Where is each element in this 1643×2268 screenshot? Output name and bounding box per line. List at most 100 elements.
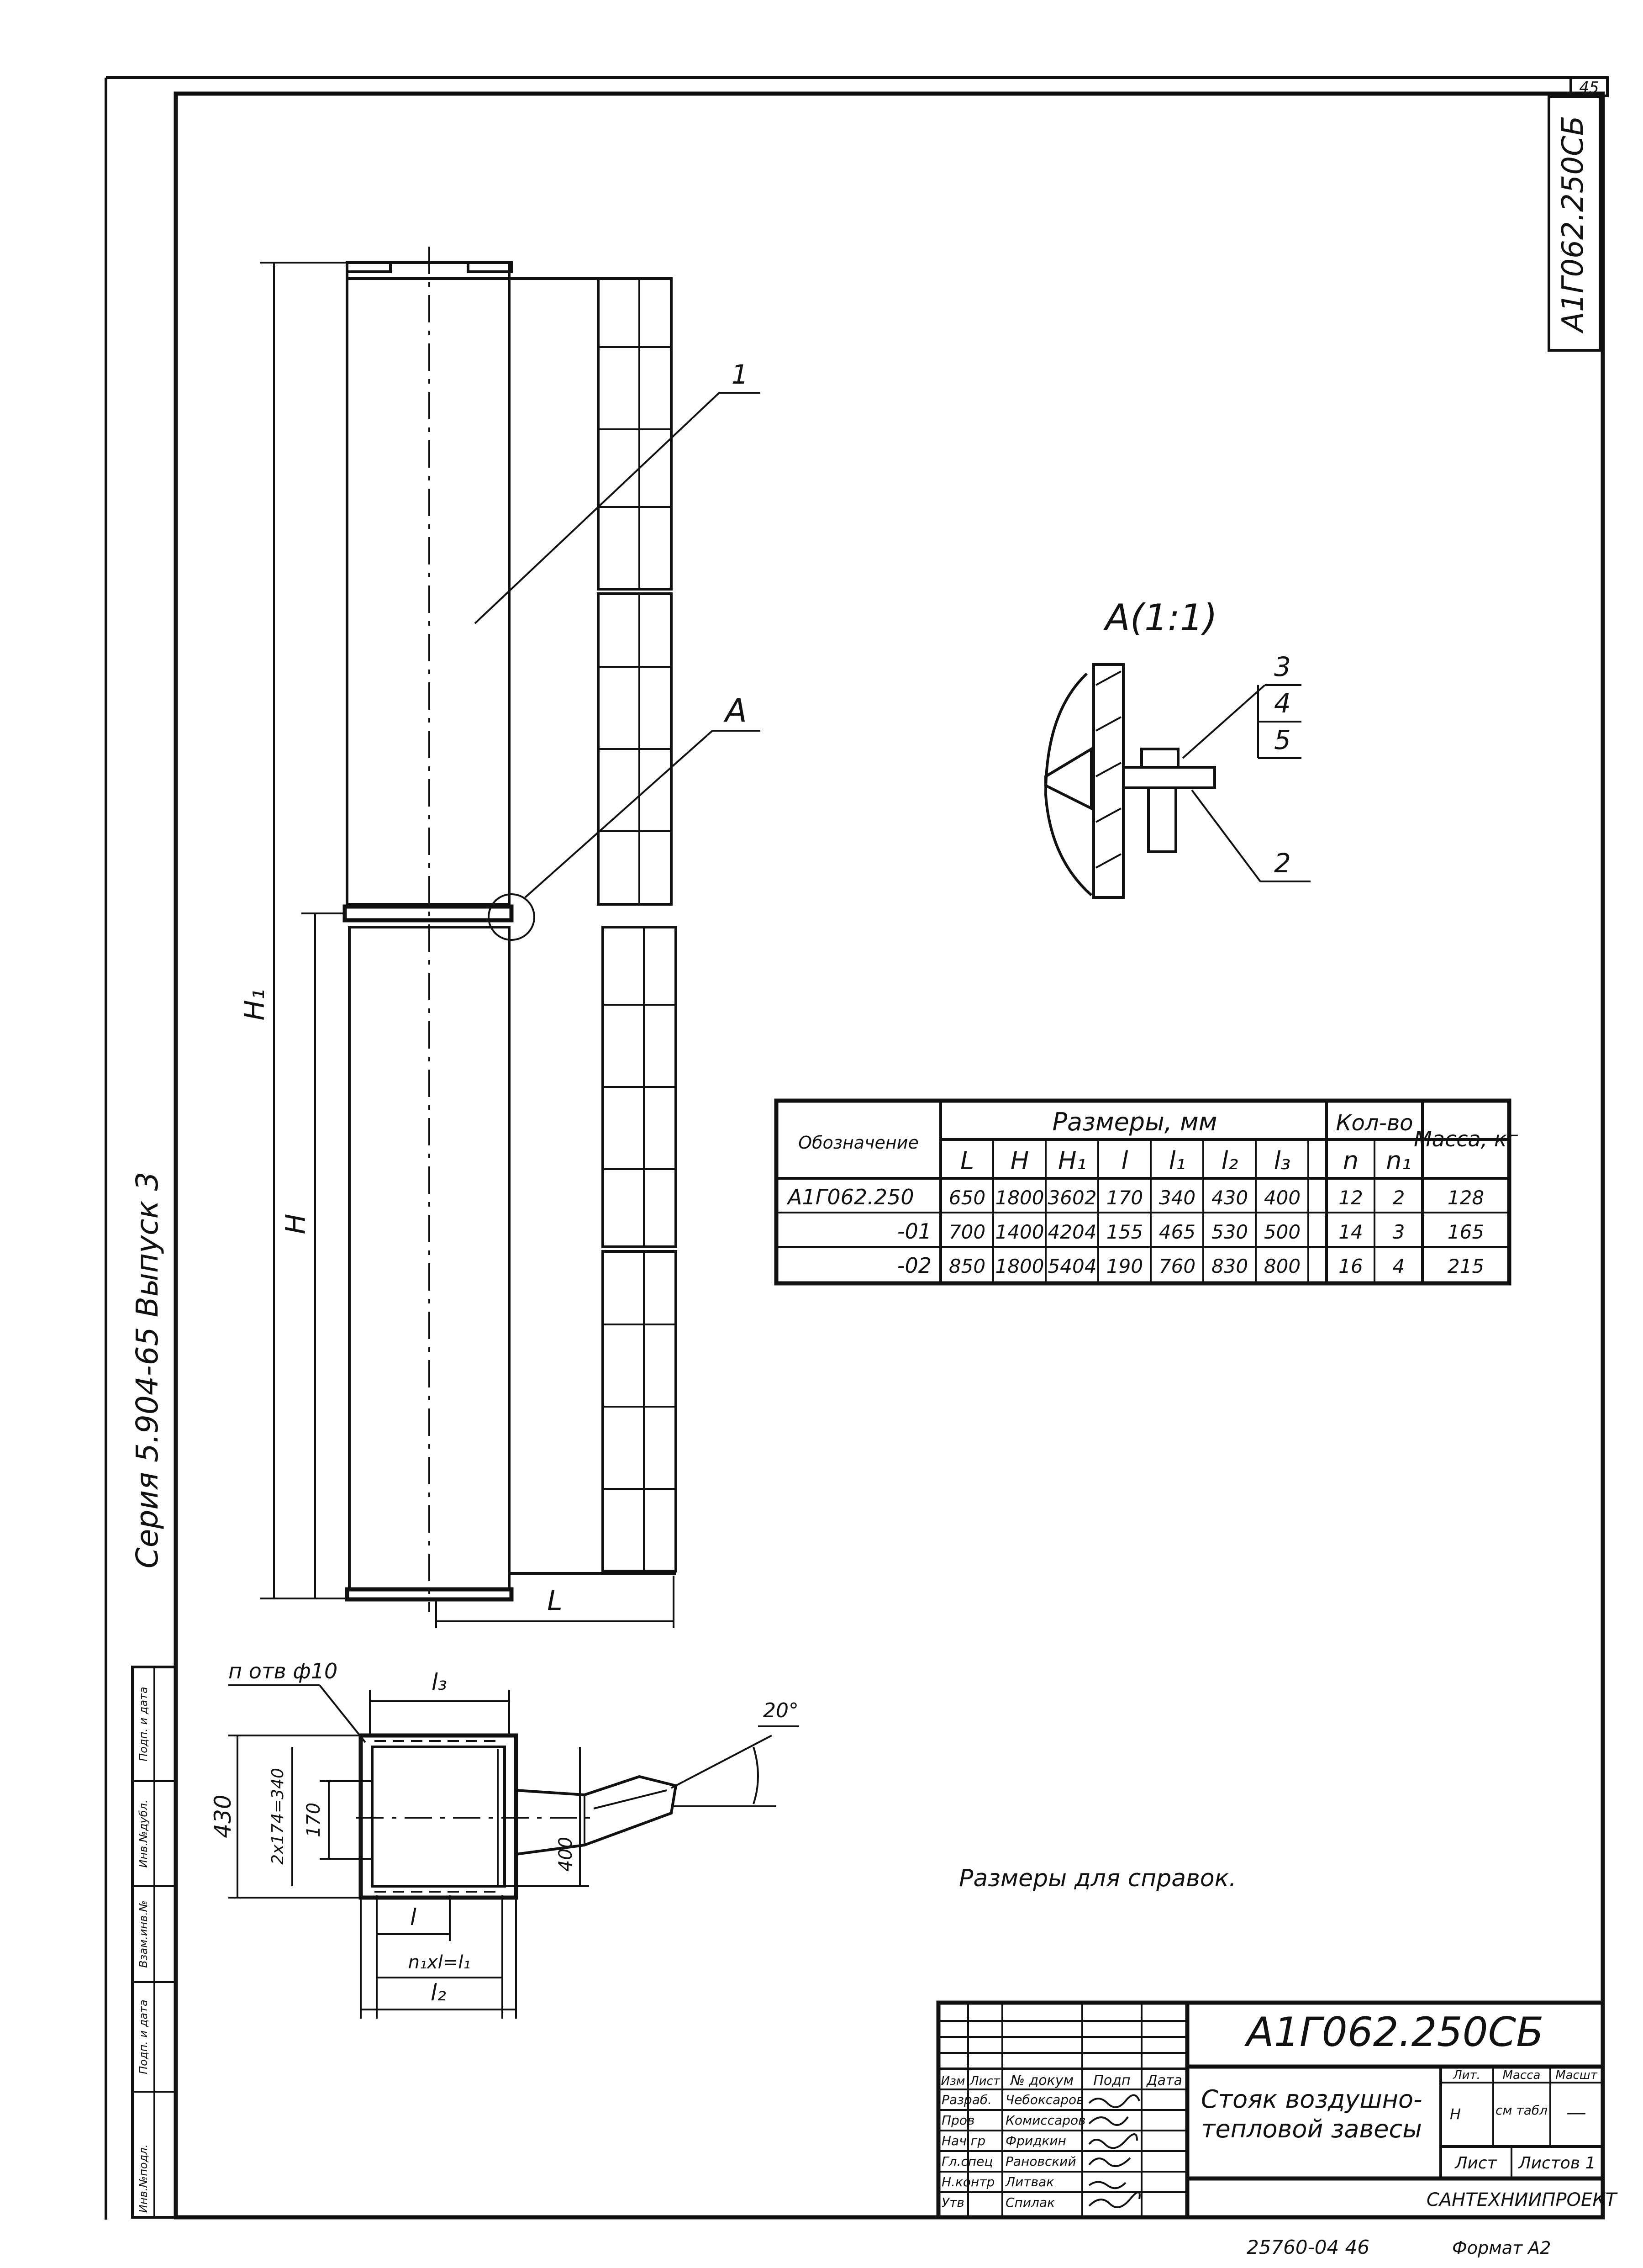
tb-name-4: Рановский — [1006, 2154, 1076, 2169]
row3-cell: 800 — [1264, 1255, 1301, 1277]
dim-170: 170 — [303, 1803, 324, 1837]
detail-title: А(1:1) — [1103, 596, 1217, 639]
section-view: п отв ф10 l₃ 430 2х174=340 170 400 l n₁х — [210, 1659, 799, 2019]
row3-cell: 1800 — [995, 1255, 1044, 1277]
header-count: Кол-во — [1336, 1110, 1413, 1136]
inventory-number: 25760-04 46 — [1247, 2236, 1369, 2258]
leader-3 — [1182, 684, 1266, 759]
row2-mass: 165 — [1448, 1221, 1484, 1243]
tb-lit-label: Лит. — [1453, 2068, 1480, 2082]
row3-cell: 830 — [1211, 1255, 1248, 1277]
format-label: Формат А2 — [1452, 2238, 1551, 2258]
position-3: 3 — [1274, 651, 1291, 682]
detail-bolt — [1147, 786, 1177, 853]
row2-cell: 465 — [1159, 1221, 1195, 1243]
leader-1 — [474, 392, 720, 624]
hatch — [1095, 853, 1122, 869]
row1-mass: 128 — [1448, 1187, 1484, 1209]
detail-a-view: А(1:1) 3 4 5 2 — [1044, 596, 1311, 899]
row2-cell: 700 — [949, 1221, 985, 1243]
detail-rib — [1044, 746, 1093, 811]
position-4: 4 — [1274, 688, 1291, 719]
header-mass: Масса, кг — [1414, 1127, 1518, 1151]
hatch — [1095, 716, 1122, 732]
signature-1 — [1088, 2094, 1140, 2108]
title-block: Изм Лист № докум Подп Дата Разраб. Чебок… — [936, 2000, 1618, 2220]
hatch — [1095, 670, 1122, 686]
tb-organization: САНТЕХНИИПРОЕКТ — [1427, 2189, 1618, 2210]
row1-cell: 3602 — [1048, 1187, 1097, 1209]
hole-note: п отв ф10 — [228, 1659, 337, 1683]
tb-scale-label: Масшт — [1555, 2068, 1597, 2082]
detail-nut — [1140, 748, 1180, 769]
col-H: H — [1011, 1146, 1029, 1175]
tb-title-line1: Стояк воздушно- — [1201, 2085, 1422, 2114]
signature-5 — [1088, 2181, 1127, 2189]
angle-line — [671, 1735, 772, 1789]
reference-note: Размеры для справок. — [959, 1865, 1237, 1892]
signature-6 — [1088, 2191, 1141, 2208]
tb-title-line2: тепловой завесы — [1201, 2115, 1422, 2143]
series-label: Серия 5.904-65 Выпуск 3 — [130, 1172, 165, 1569]
top-flange — [346, 261, 392, 273]
detail-break-line — [1044, 672, 1092, 897]
section-inner — [371, 1746, 506, 1888]
page-number: 45 — [1579, 79, 1599, 97]
tb-role-4: Гл.спец — [942, 2154, 993, 2169]
position-2: 2 — [1274, 848, 1291, 879]
detail-flange — [1122, 766, 1216, 789]
heater-panel-1 — [597, 277, 673, 591]
tb-mass-value: см табл — [1496, 2103, 1548, 2118]
tb-col-list: Лист — [969, 2074, 1001, 2088]
hatch — [1095, 762, 1122, 777]
tb-code: А1Г062.250СБ — [1244, 2009, 1544, 2056]
inner-frame — [174, 91, 1605, 2220]
dim-l-small: l — [410, 1904, 416, 1930]
row3-cell: 850 — [949, 1255, 985, 1277]
position-1: 1 — [732, 359, 748, 390]
row1-cell: 340 — [1159, 1187, 1195, 1209]
tb-sheets-label: Листов 1 — [1518, 2154, 1596, 2173]
middle-flange — [342, 904, 514, 923]
tb-name-6: Спилак — [1006, 2195, 1055, 2210]
dim-n1l: n₁хl=l₁ — [408, 1952, 471, 1973]
main-elevation-view: 1 А H₁ H L — [239, 247, 760, 1628]
row2-cell: 1400 — [995, 1221, 1044, 1243]
col-H1: H₁ — [1058, 1146, 1086, 1175]
position-a: А — [723, 692, 747, 729]
row1-cell: 170 — [1106, 1187, 1143, 1209]
row3-cell: 760 — [1159, 1255, 1195, 1277]
row1-cell: 430 — [1211, 1187, 1248, 1209]
tb-col-date: Дата — [1146, 2073, 1182, 2089]
col-l2: l₂ — [1222, 1146, 1238, 1175]
row3-cell: 5404 — [1048, 1255, 1097, 1277]
top-flange — [467, 261, 513, 273]
heater-panel-4 — [601, 1250, 677, 1572]
dim-400: 400 — [555, 1837, 576, 1872]
row2-cell: 500 — [1264, 1221, 1301, 1243]
tb-role-5: Н.контр — [942, 2174, 995, 2189]
angle-arc — [753, 1746, 759, 1804]
tb-name-2: Комиссаров — [1006, 2113, 1086, 2128]
detail-wall — [1092, 663, 1125, 899]
side-cell-3: Взам.инв.№ — [137, 1900, 150, 1968]
tb-name-5: Литвак — [1005, 2174, 1054, 2189]
signature-4 — [1088, 2157, 1131, 2167]
section-nozzle — [516, 1775, 678, 1856]
side-cell-5: Подп. и дата — [137, 1687, 150, 1762]
col-L: L — [960, 1146, 974, 1175]
row1-cell: 1800 — [995, 1187, 1044, 1209]
size-table: Обозначение Размеры, мм Кол-во Масса, кг… — [774, 1098, 1518, 1286]
row1-cell: 2 — [1393, 1187, 1405, 1209]
nozzle-edge — [593, 1789, 667, 1809]
tb-sheet-label: Лист — [1454, 2154, 1497, 2173]
leader-2 — [1191, 789, 1261, 882]
corner-code-box — [1548, 95, 1601, 352]
row2-cell: 14 — [1338, 1221, 1363, 1243]
tb-lit-value: Н — [1450, 2105, 1461, 2123]
tb-name-3: Фридкин — [1006, 2133, 1066, 2148]
detail-a-marker — [488, 893, 535, 941]
col-l1: l₁ — [1169, 1146, 1186, 1175]
dim-h1: H₁ — [239, 989, 271, 1020]
